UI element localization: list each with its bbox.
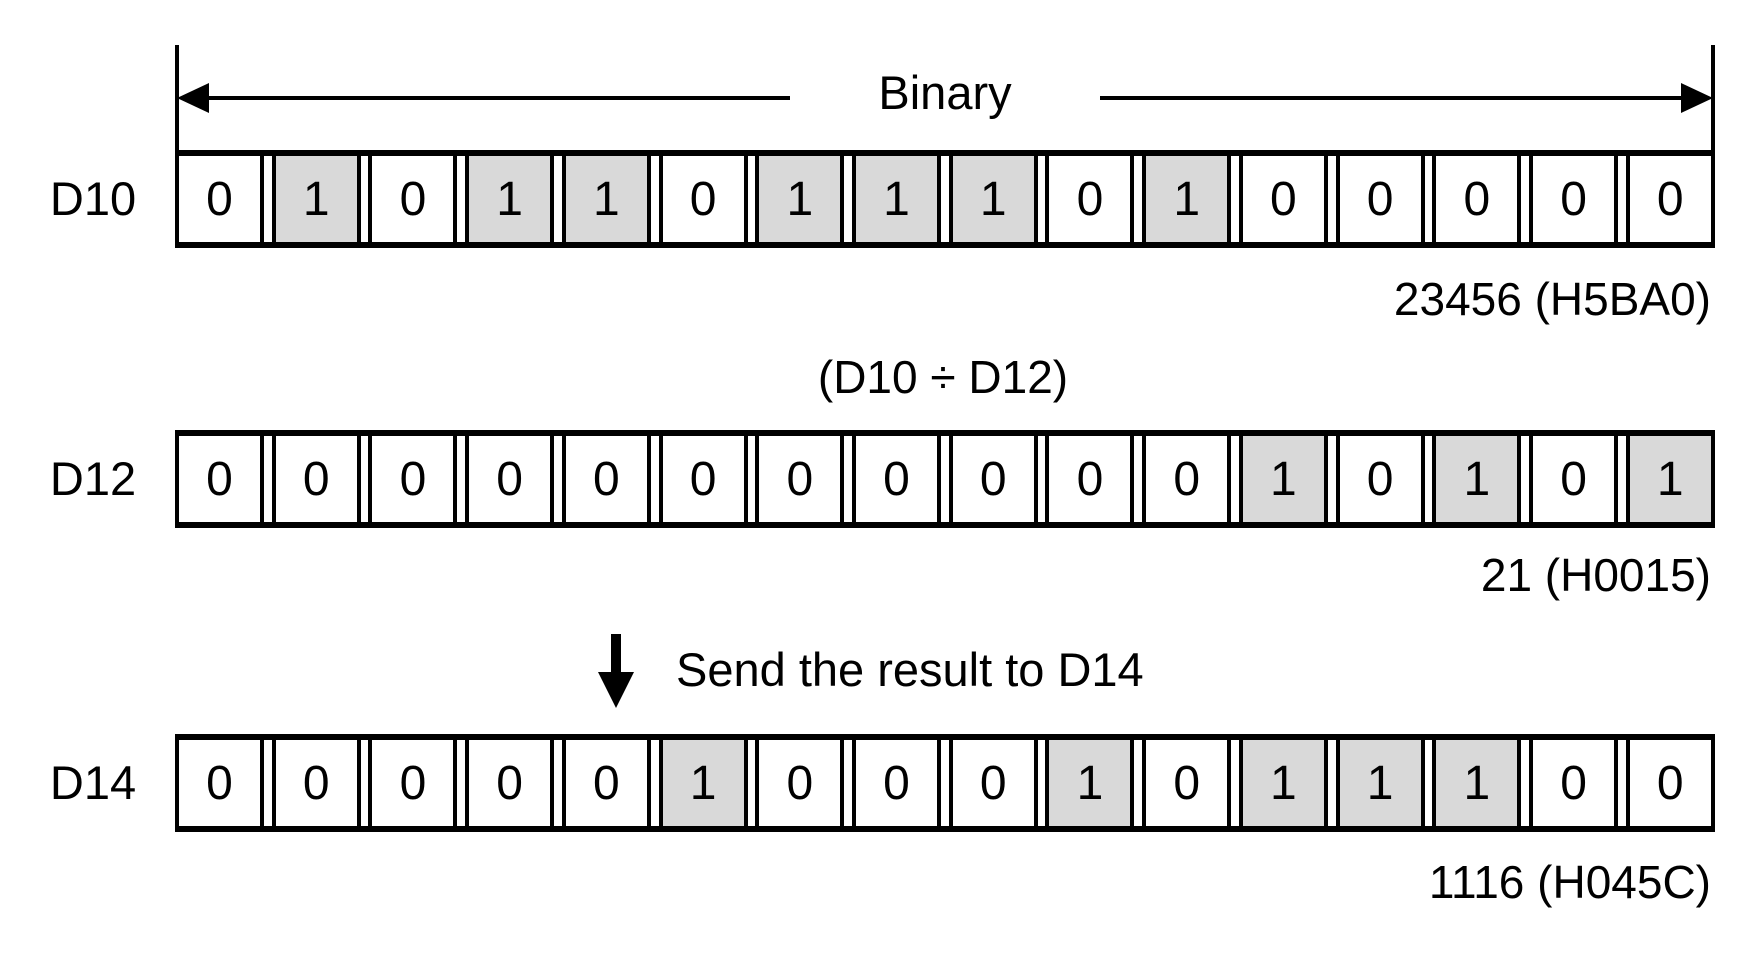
register-value-d14: 1116 (H045C) xyxy=(1428,856,1711,908)
binary-range-indicator: Binary xyxy=(175,45,1715,152)
bit-cell-d10-11: 1 xyxy=(561,156,651,242)
bit-cell-d14-10: 1 xyxy=(658,740,748,826)
bit-cell-d14-14: 0 xyxy=(271,740,361,826)
bit-cell-d12-15: 0 xyxy=(175,436,264,522)
bit-cell-d10-3: 0 xyxy=(1335,156,1425,242)
double-headed-arrow: Binary xyxy=(177,66,1714,119)
bit-cell-d10-12: 1 xyxy=(465,156,555,242)
bit-cell-d10-5: 1 xyxy=(1142,156,1232,242)
bit-cell-d10-14: 1 xyxy=(271,156,361,242)
bit-cell-d10-13: 0 xyxy=(368,156,458,242)
arrowhead-left-icon xyxy=(177,83,209,113)
bit-cell-d14-11: 0 xyxy=(561,740,651,826)
bit-cell-d10-1: 0 xyxy=(1529,156,1619,242)
register-value-d10: 23456 (H5BA0) xyxy=(1393,273,1711,325)
bit-cell-d12-9: 0 xyxy=(755,436,845,522)
register-value-d12: 21 (H0015) xyxy=(1480,549,1711,601)
bit-cell-d12-13: 0 xyxy=(368,436,458,522)
send-result-row: Send the result to D14 xyxy=(594,634,1144,708)
bit-cell-d14-8: 0 xyxy=(852,740,942,826)
bit-cell-d14-1: 0 xyxy=(1529,740,1619,826)
arrowhead-right-icon xyxy=(1681,83,1714,113)
bit-cell-d14-2: 1 xyxy=(1432,740,1522,826)
bit-cell-d12-14: 0 xyxy=(271,436,361,522)
bit-cell-d12-12: 0 xyxy=(465,436,555,522)
bit-cell-d14-5: 0 xyxy=(1142,740,1232,826)
bit-cell-d14-3: 1 xyxy=(1335,740,1425,826)
bit-cell-d12-10: 0 xyxy=(658,436,748,522)
bit-cell-d14-6: 1 xyxy=(1045,740,1135,826)
bit-cell-d14-7: 0 xyxy=(948,740,1038,826)
bit-cell-d14-0: 0 xyxy=(1625,740,1715,826)
bit-cell-d10-9: 1 xyxy=(755,156,845,242)
bit-cell-d10-7: 1 xyxy=(948,156,1038,242)
bit-cell-d12-3: 0 xyxy=(1335,436,1425,522)
bit-cell-d12-0: 1 xyxy=(1625,436,1715,522)
bit-cell-d12-6: 0 xyxy=(1045,436,1135,522)
bit-cell-d12-11: 0 xyxy=(561,436,651,522)
register-name-d10: D10 xyxy=(49,172,137,225)
arrow-shaft-left xyxy=(209,96,791,100)
down-arrow-icon xyxy=(598,634,634,708)
bit-cell-d14-15: 0 xyxy=(175,740,264,826)
send-result-label: Send the result to D14 xyxy=(676,643,1144,696)
bit-cell-d12-4: 1 xyxy=(1238,436,1328,522)
bit-cell-d10-6: 0 xyxy=(1045,156,1135,242)
bit-cell-d14-13: 0 xyxy=(368,740,458,826)
bit-cell-d12-1: 0 xyxy=(1529,436,1619,522)
bit-cell-d10-0: 0 xyxy=(1625,156,1715,242)
register-name-d14: D14 xyxy=(49,756,137,809)
bit-cell-d12-8: 0 xyxy=(852,436,942,522)
bit-cell-d12-2: 1 xyxy=(1432,436,1522,522)
bit-cell-d10-4: 0 xyxy=(1238,156,1328,242)
bit-cell-d14-9: 0 xyxy=(755,740,845,826)
register-name-d12: D12 xyxy=(49,452,137,505)
arrow-shaft-right xyxy=(1099,96,1682,100)
bit-cell-d10-15: 0 xyxy=(175,156,264,242)
bit-cell-d10-10: 0 xyxy=(658,156,748,242)
bit-cell-d10-2: 0 xyxy=(1432,156,1522,242)
bit-cell-d10-8: 1 xyxy=(852,156,942,242)
operation-label: (D10 ÷ D12) xyxy=(817,351,1069,403)
bit-cell-d12-5: 0 xyxy=(1142,436,1232,522)
bit-cell-d12-7: 0 xyxy=(948,436,1038,522)
bit-cell-d14-12: 0 xyxy=(465,740,555,826)
binary-label: Binary xyxy=(878,65,1012,119)
bit-cell-d14-4: 1 xyxy=(1238,740,1328,826)
